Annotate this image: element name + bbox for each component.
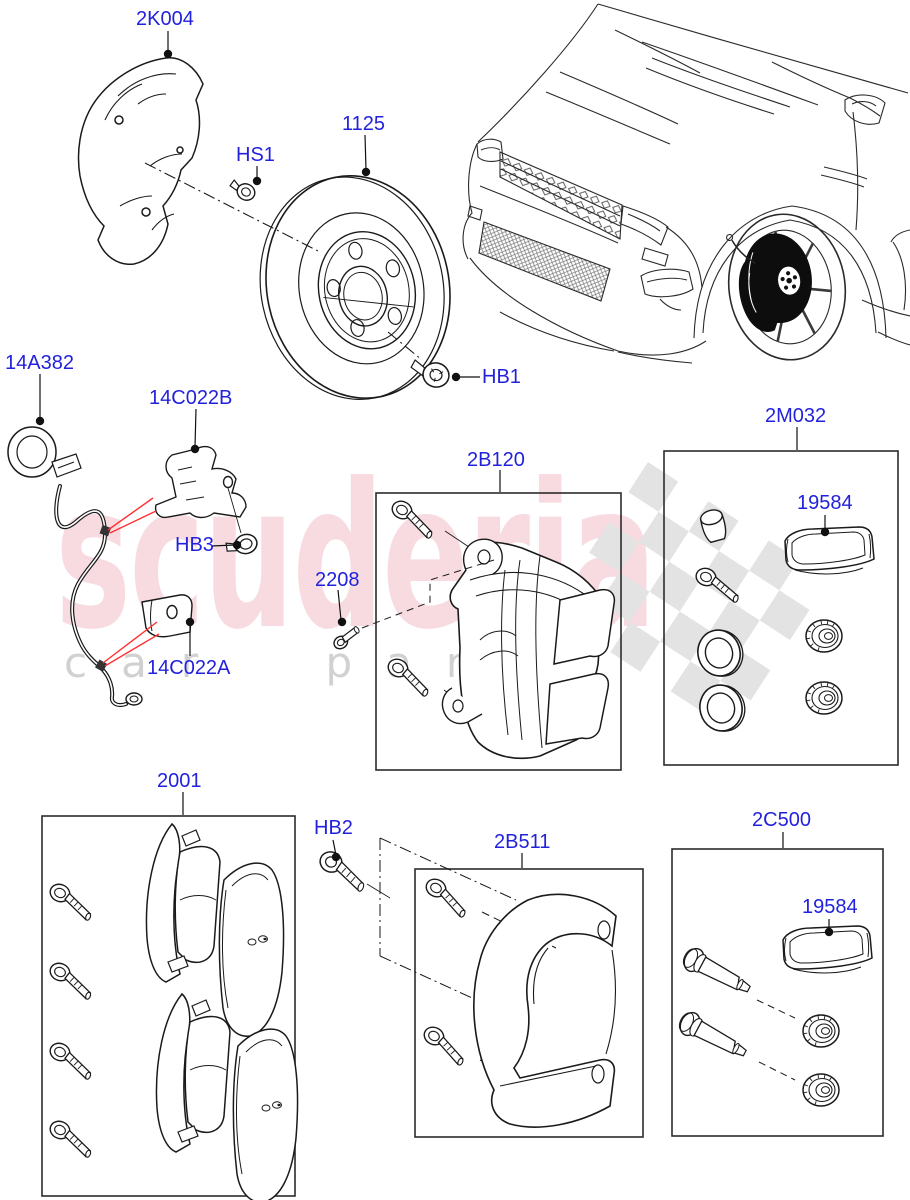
part-label-caliper[interactable]: 2B120 bbox=[467, 449, 525, 471]
disc-screw-drawing bbox=[410, 359, 450, 388]
sensor-bracket-lower-drawing bbox=[141, 594, 193, 638]
vehicle-illustration bbox=[462, 3, 910, 364]
carrier-drawing bbox=[379, 837, 617, 1128]
part-label-shield-bolt[interactable]: HS1 bbox=[236, 144, 275, 166]
abs-sensor-drawing bbox=[7, 426, 143, 708]
part-label-abs-sensor[interactable]: 14A382 bbox=[5, 352, 74, 374]
part-label-bleed-screw[interactable]: 2208 bbox=[315, 569, 360, 591]
shield-bolt-drawing bbox=[229, 179, 256, 201]
part-label-bracket-bolt[interactable]: HB3 bbox=[175, 534, 214, 556]
leader-lines bbox=[39, 31, 830, 930]
bracket-bolt-drawing bbox=[225, 533, 258, 555]
part-label-caliper-kit[interactable]: 2M032 bbox=[765, 405, 827, 427]
kit-boxes bbox=[41, 450, 899, 1197]
bleed-screw-drawing bbox=[333, 626, 360, 650]
part-label-brake-disc[interactable]: 1125 bbox=[342, 113, 386, 135]
red-pointer-lines bbox=[102, 497, 160, 667]
dust-shield-drawing bbox=[77, 57, 204, 265]
caliper-drawing bbox=[382, 497, 616, 760]
caliper-kit-contents bbox=[691, 509, 875, 738]
part-label-grease-lower[interactable]: 19584 bbox=[802, 896, 858, 918]
pin-kit-contents bbox=[674, 925, 873, 1107]
part-label-grease-upper[interactable]: 19584 bbox=[797, 492, 853, 514]
part-label-pin-kit[interactable]: 2C500 bbox=[752, 809, 811, 831]
part-label-disc-screw[interactable]: HB1 bbox=[482, 366, 521, 388]
brake-disc-drawing bbox=[259, 175, 451, 401]
leader-dots bbox=[35, 49, 834, 937]
part-label-bracket-upper[interactable]: 14C022B bbox=[149, 387, 233, 409]
part-label-brake-pads[interactable]: 2001 bbox=[157, 770, 202, 792]
guide-bolt-axis bbox=[366, 883, 391, 899]
part-label-dust-shield[interactable]: 2K004 bbox=[136, 8, 194, 30]
guide-bolt-drawing bbox=[319, 851, 365, 892]
assembly-axis-line bbox=[144, 162, 423, 361]
part-label-bracket-lower[interactable]: 14C022A bbox=[147, 657, 231, 679]
bleed-screw-axis bbox=[361, 559, 495, 629]
sensor-bracket-upper-drawing bbox=[154, 445, 247, 534]
part-label-guide-bolt[interactable]: HB2 bbox=[314, 817, 353, 839]
part-label-carrier[interactable]: 2B511 bbox=[494, 831, 551, 853]
brake-pads-contents bbox=[44, 823, 299, 1200]
